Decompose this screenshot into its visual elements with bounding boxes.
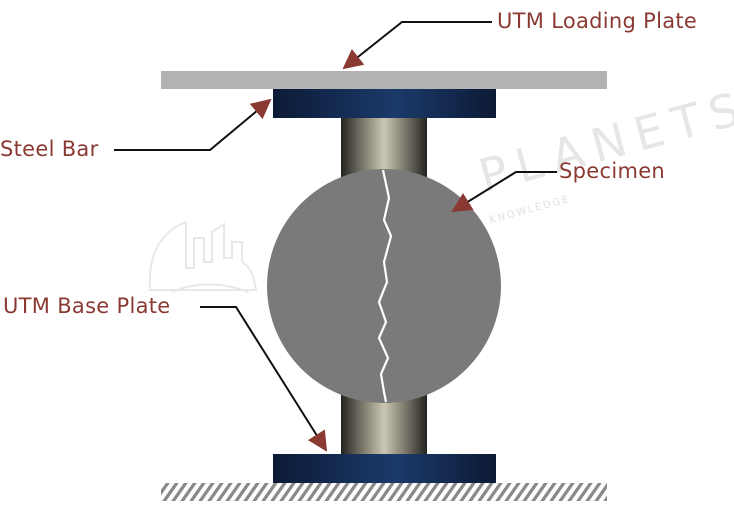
label-utm-base-plate: UTM Base Plate (3, 294, 171, 318)
leader-loading-plate (342, 21, 492, 70)
ground-support (161, 483, 607, 501)
utm-loading-plate (161, 71, 607, 89)
label-specimen: Specimen (559, 159, 665, 183)
city-skyline-icon (148, 220, 258, 293)
label-utm-loading-plate: UTM Loading Plate (497, 9, 697, 33)
specimen-crack (377, 169, 393, 403)
specimen (267, 169, 501, 403)
top-steel-plate (273, 89, 496, 118)
leader-steel-bar (114, 98, 272, 151)
utm-base-plate (273, 454, 496, 483)
leader-base-plate (200, 306, 328, 452)
leader-specimen (451, 171, 557, 213)
label-steel-bar: Steel Bar (0, 137, 99, 161)
